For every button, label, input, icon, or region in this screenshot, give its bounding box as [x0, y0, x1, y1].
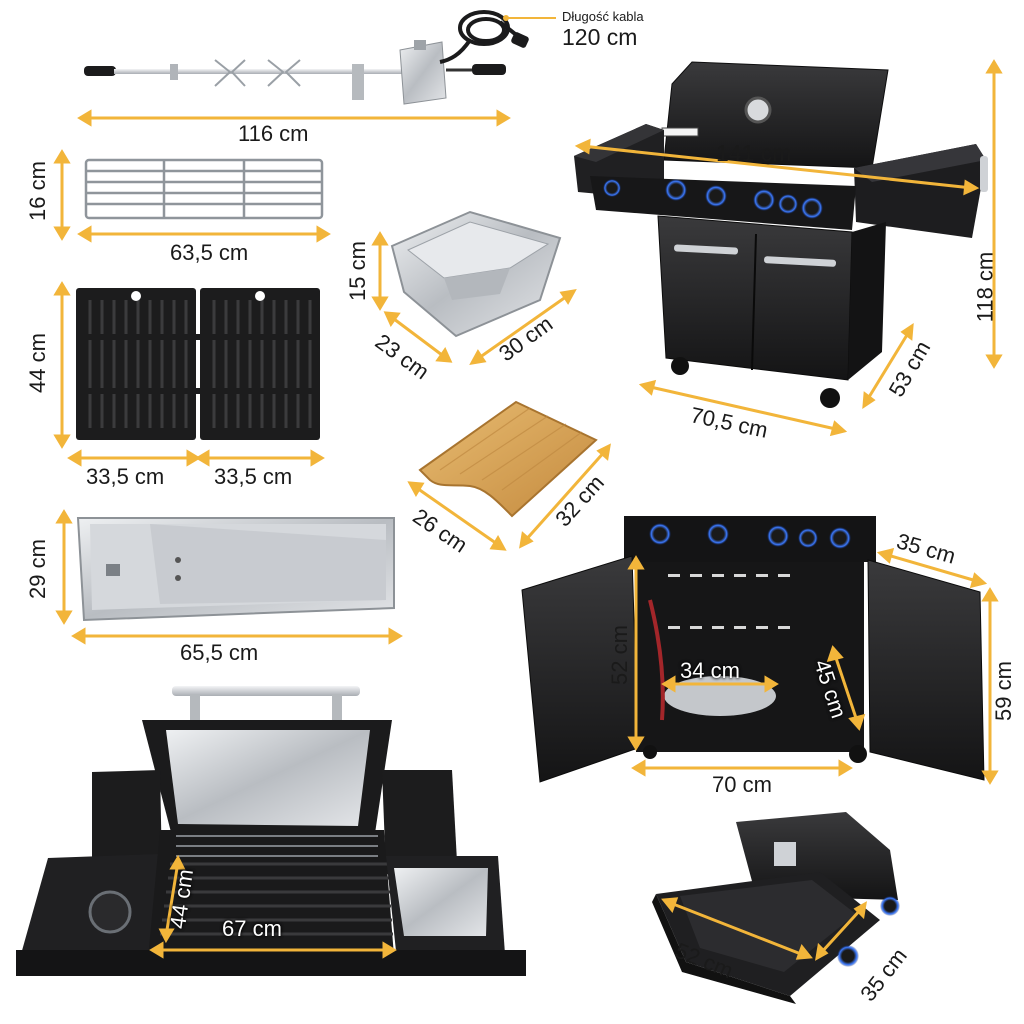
cabinet-height-label: 59 cm — [990, 661, 1016, 721]
control-knobs — [603, 179, 823, 219]
grate-width-right-label: 33,5 cm — [214, 464, 293, 489]
rack-dimension-lines — [53, 149, 331, 243]
grease-tray — [76, 517, 395, 622]
grate-height-label: 44 cm — [24, 333, 50, 393]
pan-dimension-lines — [371, 231, 577, 365]
side-burner-dimension-lines — [661, 897, 867, 961]
rack-height-label: 16 cm — [24, 161, 50, 221]
grate-dimension-lines — [53, 281, 325, 467]
grill-dimension-lines — [574, 59, 1003, 437]
rotisserie-spit — [84, 10, 556, 105]
open-grill-top-view — [16, 686, 526, 976]
pan-height-label: 15 cm — [344, 241, 370, 301]
stainless-pan — [390, 210, 562, 338]
grill-height-label: 118 cm — [972, 251, 998, 323]
cable-length-label: 120 cm — [562, 24, 638, 50]
grill-width-label: 141 cm — [716, 140, 792, 166]
open-cabinet — [521, 516, 985, 783]
grate-width-left-label: 33,5 cm — [86, 464, 165, 489]
cooking-width-label: 67 cm — [222, 916, 282, 941]
cable-length-title: Długość kabla — [562, 9, 644, 24]
main-grill — [574, 61, 988, 408]
spit-dimension-line — [77, 109, 511, 127]
cabinet-inner-width-label: 34 cm — [680, 658, 740, 683]
cast-iron-grates — [76, 288, 320, 440]
board-dimension-lines — [407, 443, 611, 551]
side-burner — [652, 812, 900, 1004]
cabinet-width-label: 70 cm — [712, 772, 772, 797]
rack-width-label: 63,5 cm — [170, 240, 249, 265]
cutting-board — [418, 400, 598, 518]
cabinet-dimension-lines — [627, 547, 999, 785]
cooking-area-dimension-lines — [149, 854, 397, 959]
cabinet-inner-height-label: 52 cm — [606, 625, 632, 685]
spit-length-label: 116 cm — [238, 121, 309, 146]
tray-dimension-lines — [55, 509, 403, 645]
tray-height-label: 29 cm — [24, 539, 50, 599]
tray-width-label: 65,5 cm — [180, 640, 259, 665]
warming-rack — [84, 158, 324, 220]
